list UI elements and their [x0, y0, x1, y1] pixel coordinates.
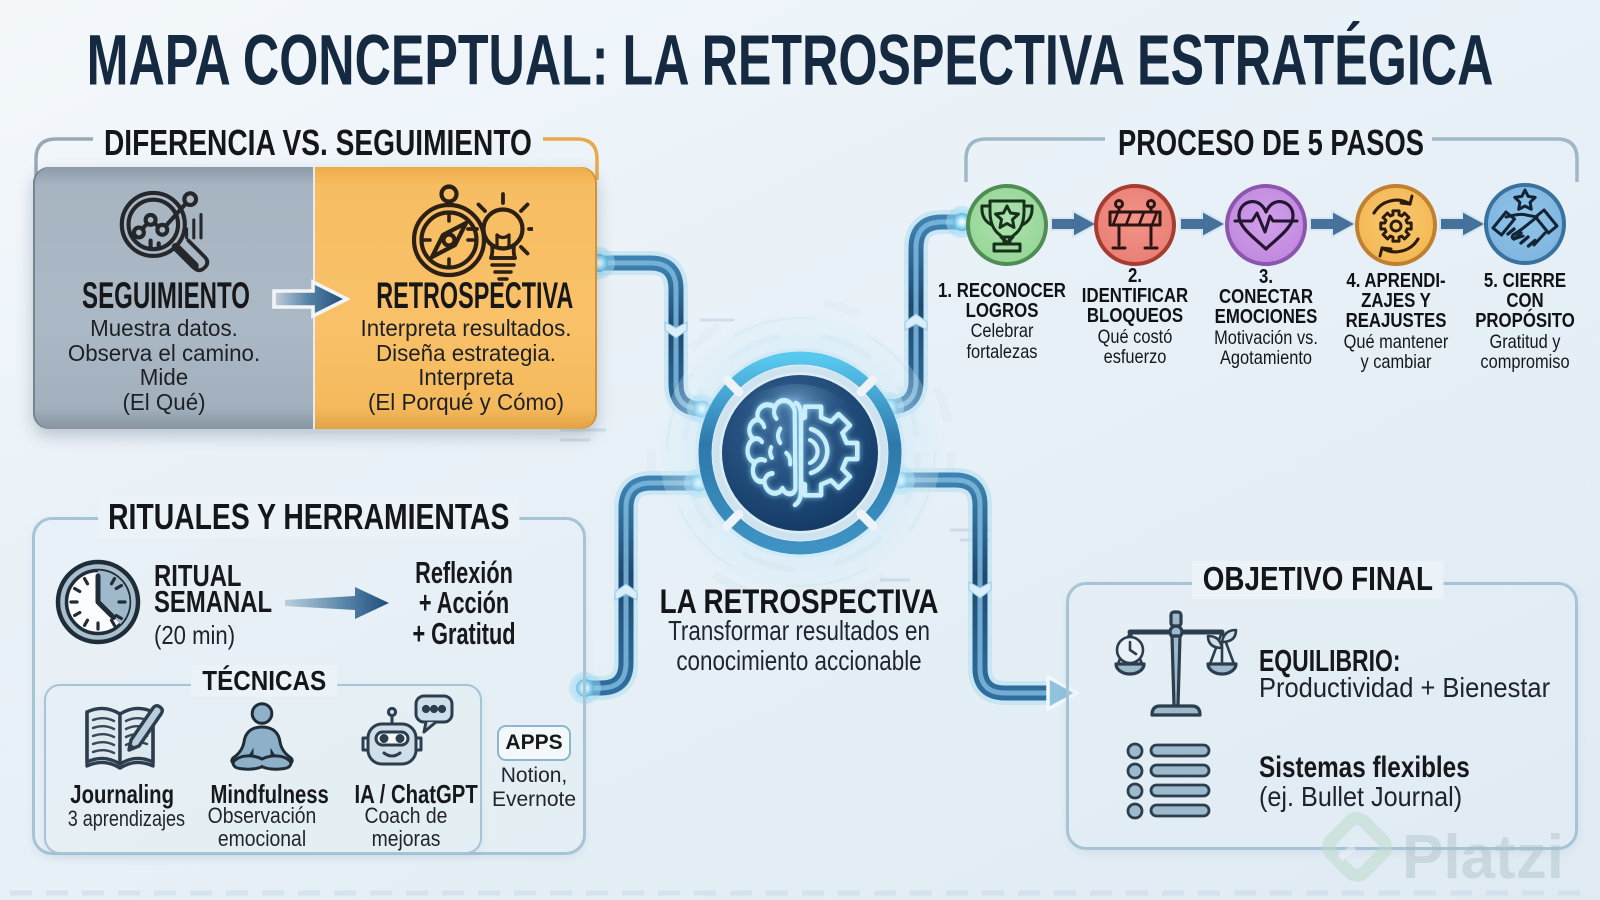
svg-text:Platzi: Platzi	[1402, 823, 1564, 892]
